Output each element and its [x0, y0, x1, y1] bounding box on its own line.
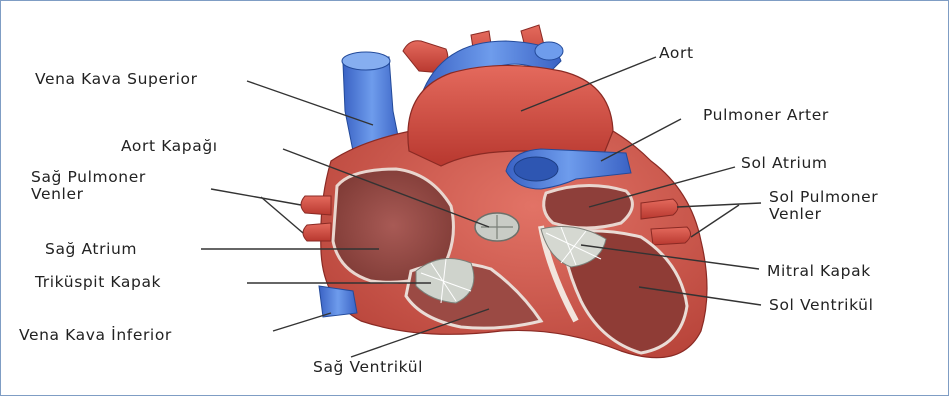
left-atrium-chamber [544, 185, 633, 228]
label-aort: Aort [659, 45, 694, 62]
label-sag-pulmoner-venler-2: Venler [31, 186, 84, 203]
label-vena-kava-superior: Vena Kava Superior [35, 71, 198, 88]
label-sol-pulmoner-venler-1: Sol Pulmoner [769, 189, 878, 206]
inferior-vena-cava [319, 286, 357, 317]
leader-sag-pulmoner-venler-1 [211, 189, 301, 205]
aortic-valve [475, 213, 519, 241]
pulmonary-artery-opening [514, 157, 558, 181]
leader-sag-pulmoner-venler-2 [261, 197, 303, 233]
label-sol-ventrikul: Sol Ventrikül [769, 297, 874, 314]
leader-vena-kava-inferior [273, 313, 331, 331]
label-sol-atrium: Sol Atrium [741, 155, 828, 172]
label-aort-kapagi: Aort Kapağı [121, 138, 218, 155]
label-sag-atrium: Sağ Atrium [45, 241, 137, 258]
label-trikuspit-kapak: Triküspit Kapak [35, 274, 161, 291]
label-sag-ventrikul: Sağ Ventrikül [313, 359, 423, 376]
label-vena-kava-inferior: Vena Kava İnferior [19, 327, 172, 344]
label-pulmoner-arter: Pulmoner Arter [703, 107, 829, 124]
label-mitral-kapak: Mitral Kapak [767, 263, 871, 280]
leader-sol-pulmoner-venler-2 [691, 205, 739, 237]
label-sol-pulmoner-venler-2: Venler [769, 206, 822, 223]
label-sag-pulmoner-venler-1: Sağ Pulmoner [31, 169, 146, 186]
leader-sol-pulmoner-venler-1 [677, 203, 761, 207]
